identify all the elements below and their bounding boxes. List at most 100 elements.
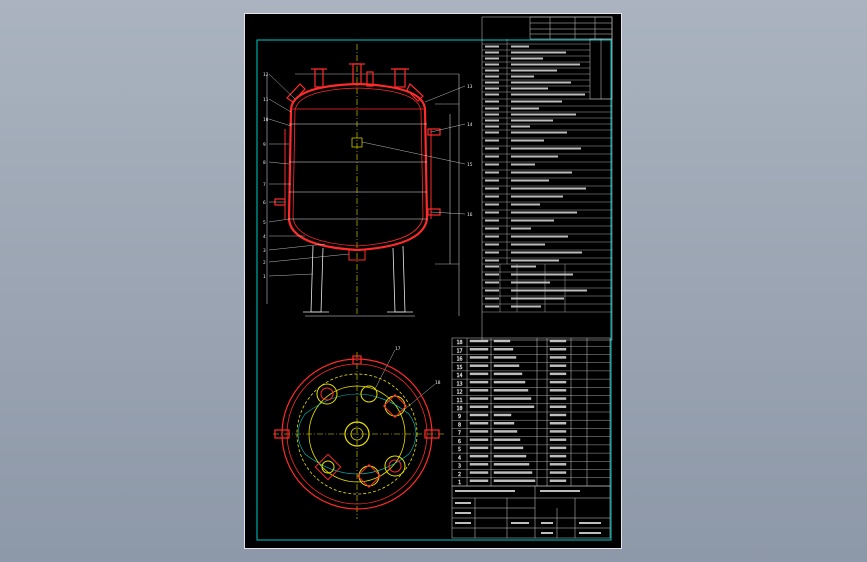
callout-leader [268, 161, 290, 165]
spec-text-dash [511, 125, 530, 128]
parts-text-dash [469, 397, 489, 400]
callout-number: 12 [263, 72, 269, 78]
title-text-dash [541, 522, 553, 524]
parts-row-number: 2 [458, 472, 461, 478]
spec-text-dash [511, 147, 581, 150]
callout-number: 2 [263, 260, 266, 266]
callout-leader [268, 253, 350, 263]
spec-text-dash [485, 265, 499, 268]
callout-leader [268, 118, 292, 127]
callout-number: 15 [467, 162, 473, 168]
spec-text-dash [485, 87, 499, 90]
parts-text-dash [549, 430, 567, 433]
spec-text-dash [485, 107, 499, 110]
spec-text-dash [485, 297, 499, 300]
spec-text-dash [485, 259, 499, 262]
spec-text-dash [485, 119, 499, 122]
callout-number: 17 [395, 346, 401, 352]
parts-text-dash [469, 372, 489, 376]
parts-text-dash [493, 397, 532, 400]
callout-number: 4 [263, 234, 266, 240]
spec-text-dash [511, 45, 529, 48]
top-nozzles [286, 63, 424, 103]
title-text-dash [540, 490, 580, 492]
spec-text-dash [485, 195, 499, 198]
parts-text-dash [469, 413, 489, 417]
spec-text-dash [511, 171, 572, 174]
parts-row-number: 18 [456, 340, 462, 346]
parts-row-number: 12 [456, 390, 462, 396]
callout-leader [404, 383, 436, 410]
spec-text-dash [485, 235, 499, 238]
spec-text-dash [511, 195, 563, 198]
parts-text-dash [493, 389, 529, 392]
spec-text-dash [511, 187, 586, 190]
spec-text-dash [511, 100, 562, 103]
parts-text-dash [549, 364, 567, 367]
spec-text-dash [485, 131, 499, 134]
spec-text-dash [511, 281, 550, 284]
callout-number: 10 [263, 117, 269, 123]
parts-text-dash [493, 430, 518, 433]
parts-text-dash [549, 422, 567, 425]
spec-text-dash [485, 171, 499, 174]
spec-text-dash [511, 273, 573, 276]
parts-text-dash [493, 446, 524, 450]
callout-number: 14 [467, 122, 473, 128]
spec-text-dash [485, 243, 499, 246]
parts-text-dash [549, 479, 567, 482]
spec-text-dash [485, 251, 499, 254]
spec-text-dash [485, 163, 499, 166]
parts-text-dash [549, 463, 567, 466]
parts-text-dash [493, 454, 527, 458]
spec-text-dash [485, 45, 499, 48]
parts-text-dash [549, 438, 567, 441]
callout-leader [268, 218, 290, 223]
parts-text-dash [549, 339, 567, 343]
callout-number: 7 [263, 182, 266, 188]
spec-text-dash [485, 57, 499, 60]
spec-text-dash [485, 81, 499, 84]
parts-row-number: 16 [456, 357, 462, 363]
spec-text-dash [485, 63, 499, 66]
callout-number: 13 [467, 84, 473, 90]
spec-text-dash [511, 69, 557, 72]
parts-text-dash [549, 372, 567, 376]
spec-text-dash [485, 113, 499, 116]
spec-text-dash [485, 69, 499, 72]
parts-text-dash [549, 380, 567, 384]
parts-row-number: 4 [458, 455, 461, 461]
title-text-dash [579, 522, 601, 524]
parts-text-dash [549, 413, 567, 417]
spec-text-dash [485, 147, 499, 150]
parts-text-dash [469, 422, 489, 425]
spec-text-dash [485, 227, 499, 230]
parts-text-dash [469, 446, 489, 450]
parts-row-number: 13 [456, 381, 462, 387]
parts-text-dash [469, 339, 489, 343]
side-nozzles [274, 128, 441, 216]
elevation-view [266, 44, 460, 317]
spec-text-dash [485, 203, 499, 206]
parts-text-dash [549, 446, 567, 450]
parts-text-dash [469, 364, 489, 367]
callout-leader [268, 273, 314, 277]
callout-leader [268, 73, 296, 100]
parts-text-dash [493, 380, 526, 384]
parts-text-dash [469, 438, 489, 441]
spec-text-dash [511, 119, 553, 122]
parts-text-dash [549, 356, 567, 359]
spec-text-dash [511, 139, 544, 142]
spec-text-dash [511, 251, 582, 254]
spec-text-dash [511, 289, 587, 292]
spec-text-dash [511, 243, 545, 246]
spec-text-dash [485, 139, 499, 142]
callout-number: 6 [263, 200, 266, 206]
parts-row-number: 9 [458, 414, 461, 420]
spec-text-dash [511, 63, 580, 66]
parts-text-dash [469, 380, 489, 384]
parts-text-dash [493, 339, 511, 343]
title-block-marks [455, 490, 601, 534]
